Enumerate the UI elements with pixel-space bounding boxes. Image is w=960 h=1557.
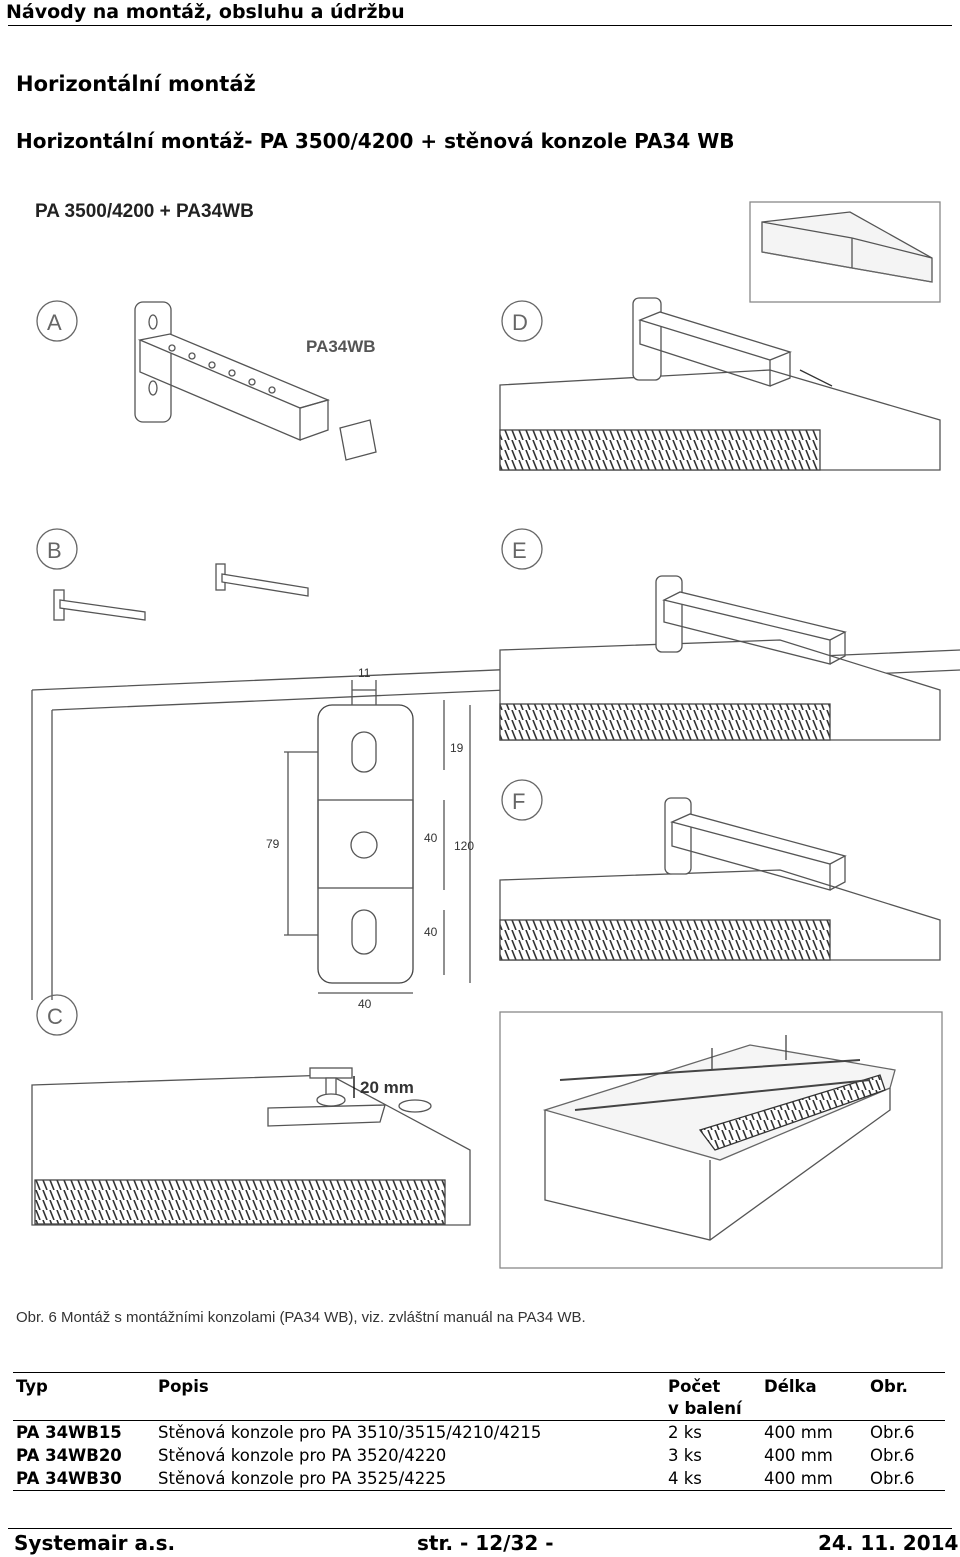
panel-b: B [31, 528, 960, 1000]
cell-pocet: 4 ks [668, 1469, 702, 1488]
cell-pocet: 3 ks [668, 1446, 702, 1465]
cell-popis: Stěnová konzole pro PA 3510/3515/4210/42… [158, 1423, 542, 1442]
header-title: Návody na montáž, obsluhu a údržbu [6, 1, 405, 23]
dim-11: 11 [358, 666, 371, 680]
cell-typ: PA 34WB30 [16, 1469, 122, 1488]
panel-label-f: F [512, 789, 525, 814]
figure-caption: Obr. 6 Montáž s montážními konzolami (PA… [16, 1309, 586, 1326]
dim-120: 120 [454, 839, 474, 853]
col-header-delka: Délka [764, 1377, 817, 1396]
product-thumbnail [749, 201, 941, 303]
subsection-heading: Horizontální montáž- PA 3500/4200 + stěn… [16, 129, 735, 153]
cell-typ: PA 34WB20 [16, 1446, 122, 1465]
panel-e: E [499, 528, 941, 741]
cell-delka: 400 mm [764, 1423, 833, 1442]
cell-popis: Stěnová konzole pro PA 3525/4225 [158, 1469, 447, 1488]
panel-label-c: C [47, 1004, 63, 1029]
cell-obr: Obr.6 [870, 1469, 915, 1488]
dim-19: 19 [450, 741, 464, 755]
dim-79: 79 [266, 837, 280, 851]
panel-label-d: D [512, 310, 528, 335]
table-header-row: Typ Popis Počet v balení Délka Obr. [13, 1372, 945, 1421]
panel-label-b: B [47, 538, 62, 563]
product-label: PA34WB [306, 337, 376, 356]
dim-40-width: 40 [358, 997, 372, 1011]
cell-delka: 400 mm [764, 1446, 833, 1465]
mounting-plate-drawing: 11 19 79 40 120 40 40 [266, 666, 474, 1011]
cell-obr: Obr.6 [870, 1446, 915, 1465]
col-header-typ: Typ [16, 1377, 48, 1396]
header-rule [8, 25, 952, 26]
panel-a: A PA34WB [36, 300, 377, 461]
table-row: PA 34WB30 Stěnová konzole pro PA 3525/42… [13, 1467, 945, 1491]
panel-label-a: A [47, 310, 62, 335]
installed-unit-illustration [499, 1011, 943, 1269]
dim-40-mid: 40 [424, 831, 438, 845]
panel-d: D [499, 297, 941, 471]
col-header-popis: Popis [158, 1377, 209, 1396]
col-header-pocet-line1: Počet [668, 1377, 721, 1396]
footer-company: Systemair a.s. [14, 1531, 176, 1555]
panel-f: F [499, 779, 941, 961]
figure-title: PA 3500/4200 + PA34WB [35, 201, 254, 222]
panel-label-e: E [512, 538, 527, 563]
section-heading: Horizontální montáž [16, 72, 256, 96]
bracket-table: Typ Popis Počet v balení Délka Obr. PA 3… [13, 1372, 945, 1491]
dim-40-low: 40 [424, 925, 438, 939]
installation-figure: PA 3500/4200 + PA34WB A PA34WB D [31, 201, 960, 1269]
table-row: PA 34WB20 Stěnová konzole pro PA 3520/42… [13, 1444, 945, 1467]
table-row: PA 34WB15 Stěnová konzole pro PA 3510/35… [13, 1421, 945, 1445]
cell-popis: Stěnová konzole pro PA 3520/4220 [158, 1446, 447, 1465]
footer-date: 24. 11. 2014 [818, 1531, 959, 1555]
cell-pocet: 2 ks [668, 1423, 702, 1442]
cell-typ: PA 34WB15 [16, 1423, 122, 1442]
col-header-obr: Obr. [870, 1377, 908, 1396]
page-header: Návody na montáž, obsluhu a údržbu [0, 0, 960, 27]
col-header-pocet-line2: v balení [668, 1399, 742, 1418]
panel-c: C 20 mm [31, 994, 471, 1226]
footer-rule [8, 1528, 952, 1529]
cell-delka: 400 mm [764, 1469, 833, 1488]
footer-page-number: str. - 12/32 - [417, 1531, 554, 1555]
gap-label: 20 mm [360, 1078, 414, 1097]
cell-obr: Obr.6 [870, 1423, 915, 1442]
col-header-pocet: Počet v balení [665, 1373, 761, 1421]
